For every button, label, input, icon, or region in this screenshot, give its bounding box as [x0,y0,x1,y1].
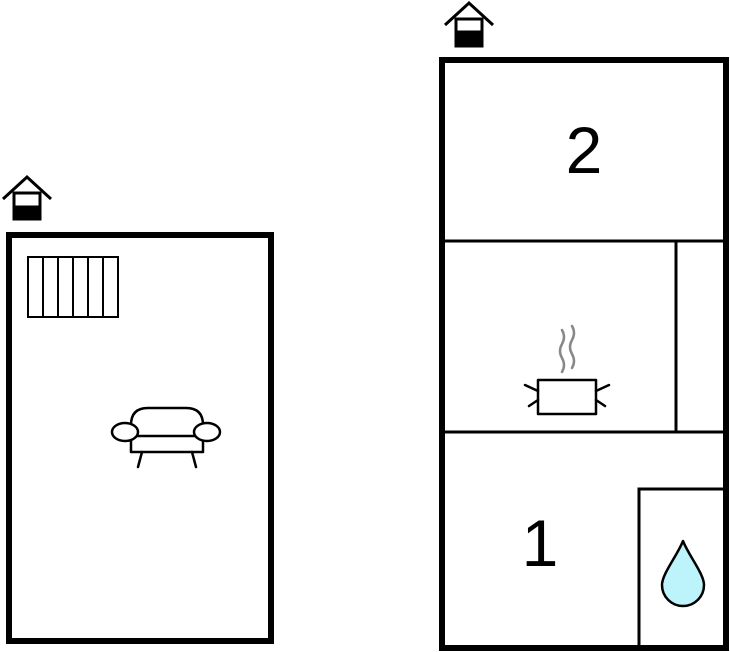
interior-walls [442,239,726,648]
steam-lines [558,324,576,374]
cooking-pot-icon [523,324,611,416]
sofa-icon [110,406,222,469]
room-number-1: 1 [522,506,559,580]
room-number-2: 2 [566,113,603,187]
left-building [1,174,274,644]
right-building-walls [439,57,729,651]
water-drop-icon [660,539,706,608]
house-entrance-icon [1,174,53,221]
radiator-icon [27,256,119,318]
left-room-walls [6,232,274,644]
house-entrance-icon [443,0,495,48]
right-building: 2 1 [439,0,729,651]
